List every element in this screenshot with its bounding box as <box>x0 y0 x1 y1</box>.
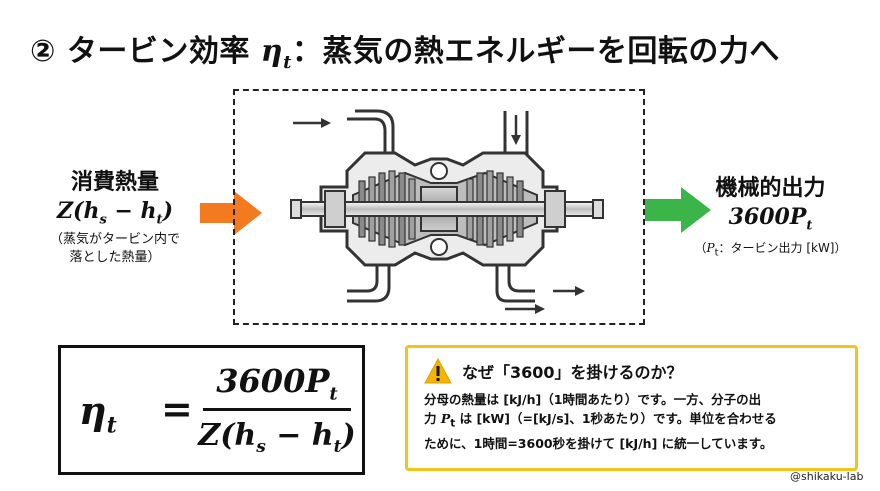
info-part: 力 <box>424 411 441 426</box>
note-part: （ <box>694 241 707 256</box>
title-suffix: ：蒸気の熱エネルギーを回転の力へ <box>291 34 780 69</box>
mechanical-output-block: 機械的出力 3600Pt （Pt：タービン出力 [kW]） <box>668 170 873 259</box>
equation-denominator: Z(hs − ht) <box>191 418 363 457</box>
note-symbol-sub: t <box>714 247 719 259</box>
info-line: ために、1時間=3600秒を掛けて [kJ/h] に統一しています。 <box>424 435 773 451</box>
efficiency-equation: ηt = 3600Pt Z(hs − ht) <box>61 348 362 472</box>
consumed-heat-heading: 消費熱量 <box>70 170 159 195</box>
equation-lhs: ηt <box>79 388 117 439</box>
mechanical-output-note: （Pt：タービン出力 [kW]） <box>668 239 873 258</box>
info-header: なぜ「3600」を掛けるのか？ <box>424 358 841 384</box>
note-symbol: P <box>706 241 715 256</box>
note-part: ：タービン出力 [kW]） <box>718 241 847 256</box>
fraction-bar <box>203 408 351 411</box>
why-3600-info-box: なぜ「3600」を掛けるのか？ 分母の熱量は [kJ/h]（1時間あたり）です。… <box>405 345 858 471</box>
formula-sub-t: t <box>156 212 163 228</box>
info-title: なぜ「3600」を掛けるのか？ <box>462 363 683 382</box>
den-part: − h <box>265 418 334 453</box>
efficiency-equation-box: ηt = 3600Pt Z(hs − ht) <box>58 345 365 475</box>
formula-part: − h <box>106 198 157 224</box>
den-sub-s: s <box>256 437 266 457</box>
numerator-text: 3600P <box>216 362 330 400</box>
note-line: 落とした熱量） <box>69 250 161 266</box>
eta-sub: t <box>106 412 117 439</box>
title-prefix: ② タービン効率 <box>30 34 261 69</box>
credit-label: @shikaku-lab <box>790 470 864 483</box>
den-sub-t: t <box>333 437 342 457</box>
formula-sub-t: t <box>806 218 813 234</box>
consumed-heat-formula: Z(hs − ht) <box>20 198 210 227</box>
title-symbol: η <box>260 34 284 69</box>
info-symbol: P <box>440 411 451 426</box>
title-symbol-sub: t <box>283 52 292 73</box>
info-symbol-sub: t <box>450 417 456 430</box>
heat-input-arrow <box>200 191 262 235</box>
formula-part: ) <box>162 198 173 224</box>
title-eta-symbol: ηt <box>260 34 292 73</box>
page-title: ② タービン効率 ηt：蒸気の熱エネルギーを回転の力へ <box>30 26 780 73</box>
note-line: （蒸気がタービン内で <box>49 232 180 248</box>
info-part: は [kW]（=[kJ/s]、1秒あたり）です。単位を合わせる <box>455 411 777 426</box>
equation-numerator: 3600Pt <box>201 362 353 404</box>
consumed-heat-block: 消費熱量 Z(hs − ht) （蒸気がタービン内で 落とした熱量） <box>20 164 210 267</box>
eta-symbol: η <box>79 388 107 433</box>
formula-part: Z(h <box>57 198 100 224</box>
consumed-heat-note: （蒸気がタービン内で 落とした熱量） <box>20 231 210 267</box>
warning-icon <box>424 358 452 384</box>
mechanical-output-heading: 機械的出力 <box>715 176 826 201</box>
power-output-arrow <box>645 187 711 233</box>
turbine-diagram-frame <box>233 89 645 325</box>
mechanical-output-formula: 3600Pt <box>668 204 873 233</box>
den-part: Z(h <box>198 418 257 453</box>
info-line: 分母の熱量は [kJ/h]（1時間あたり）です。一方、分子の出 <box>424 392 762 407</box>
equals-sign: = <box>161 386 193 431</box>
formula-sub-s: s <box>99 212 107 228</box>
formula-part: 3600P <box>728 204 807 230</box>
den-part: ) <box>341 418 356 453</box>
numerator-sub: t <box>329 383 338 405</box>
info-line: 力 Pt は [kW]（=[kJ/s]、1秒あたり）です。単位を合わせる <box>424 409 841 434</box>
info-body: 分母の熱量は [kJ/h]（1時間あたり）です。一方、分子の出 力 Pt は [… <box>424 390 841 453</box>
steam-turbine-illustration <box>290 109 604 314</box>
